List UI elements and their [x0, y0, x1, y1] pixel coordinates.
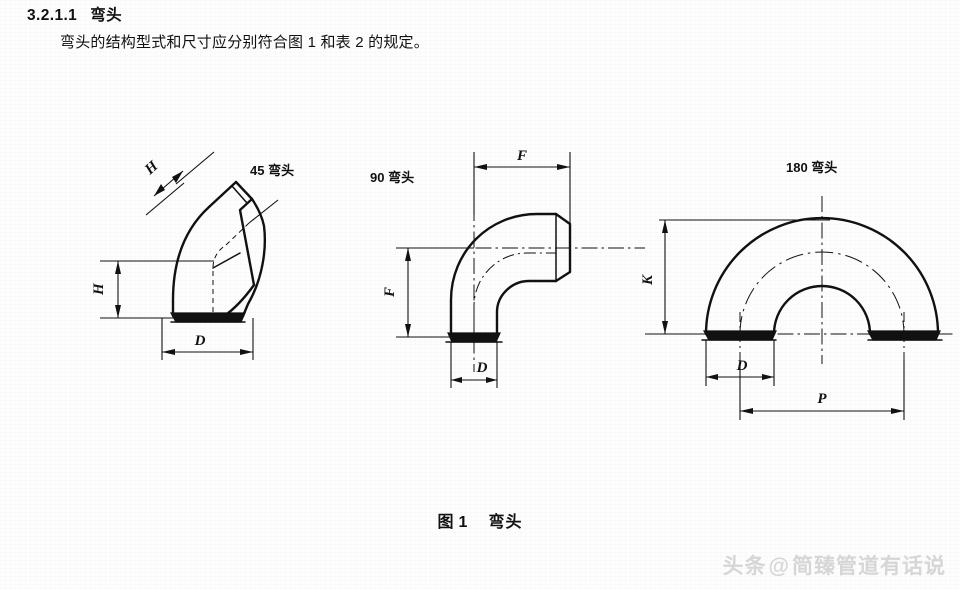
elbow-45-slant-axis-extension	[248, 199, 279, 224]
elbow-90-inner-throat	[495, 279, 558, 338]
figure-caption-title: 弯头	[488, 514, 523, 531]
elbow-180-dim-D-arrow-right	[762, 374, 774, 380]
elbow-45-slant-weld-line	[231, 185, 248, 204]
elbow-180-dim-D-arrow-left	[706, 374, 718, 380]
elbow-180-dim-K-arrow-bottom	[662, 321, 668, 334]
figure-caption-label: 图	[437, 514, 455, 531]
clause-title: 弯头	[90, 7, 123, 24]
elbow-45-dim-H-diag-arrow-end	[172, 171, 183, 183]
elbow-180-dim-K-arrow-top	[662, 220, 668, 233]
figure-caption-number: 1	[458, 514, 469, 531]
elbow-45-dim-H-diagonal-label: H	[141, 157, 162, 178]
elbow-45-outer-wall	[171, 205, 211, 318]
elbow-90-dim-F-v-arrow-top	[405, 248, 411, 261]
elbow-90-dim-D-arrow-right	[486, 377, 497, 383]
elbow-180-dim-P-arrow-left	[740, 408, 753, 414]
watermark-at-symbol: @	[768, 555, 790, 578]
elbow-45-dim-D-label: D	[194, 333, 206, 349]
elbow-90-dim-D-label: D	[476, 360, 488, 376]
elbow-90-dim-F-vertical-label: F	[382, 287, 398, 298]
clause-number: 3.2.1.1	[27, 7, 78, 24]
clause-heading: 3.2.1.1 弯头	[27, 3, 122, 25]
elbow-90-dim-F-v-arrow-bottom	[405, 324, 411, 337]
elbow-45-diag-ext-upper	[175, 151, 215, 185]
elbow-45-dim-H-diag-arrow-start	[154, 184, 165, 196]
elbow-45-caption: 45 弯头	[250, 163, 294, 178]
elbow-90-drawing: F F D 90 弯头	[370, 148, 645, 388]
elbow-180-dim-D-label: D	[736, 358, 748, 374]
watermark-platform: 头条	[722, 555, 767, 578]
elbow-90-dim-F-h-arrow-right	[557, 164, 570, 170]
elbow-45-dim-D-arrow-left	[162, 349, 175, 355]
elbow-90-dim-F-h-arrow-left	[474, 164, 487, 170]
elbow-180-dim-P-arrow-right	[891, 408, 904, 414]
elbow-90-outer-sweep	[449, 212, 558, 338]
elbow-90-caption: 90 弯头	[370, 170, 414, 185]
elbow-45-outer-right-sweep	[241, 197, 267, 318]
elbow-180-drawing: K D P 180 弯头	[640, 160, 955, 420]
watermark: 头条@简臻管道有话说	[723, 550, 946, 580]
elbow-45-dim-H-vert-arrow-bottom	[115, 305, 121, 318]
watermark-account: 简臻管道有话说	[792, 555, 946, 578]
elbow-45-slant-endface-top	[234, 180, 254, 201]
elbow-45-centerline-arc	[212, 244, 227, 312]
elbow-90-dim-D-arrow-left	[451, 377, 462, 383]
elbow-45-dim-H-vert-arrow-top	[115, 261, 121, 274]
elbow-180-dim-P-label: P	[817, 391, 827, 407]
elbow-45-diag-ext-lower	[145, 182, 185, 216]
elbow-180-caption: 180 弯头	[786, 160, 837, 175]
elbow-180-dim-K-label: K	[640, 274, 656, 286]
elbow-90-dim-F-horizontal-label: F	[516, 148, 527, 164]
elbow-90-centerline-arc	[473, 252, 556, 336]
clause-body-text: 弯头的结构型式和尺寸应分别符合图 1 和表 2 的规定。	[60, 34, 429, 51]
elbow-45-miter-line	[212, 252, 241, 269]
elbow-45-dim-D-arrow-right	[240, 349, 253, 355]
elbow-45-drawing: H H D 45 弯头	[91, 151, 294, 360]
elbow-45-slant-right-edge	[238, 197, 256, 287]
elbow-45-dim-H-vertical-label: H	[91, 282, 107, 296]
